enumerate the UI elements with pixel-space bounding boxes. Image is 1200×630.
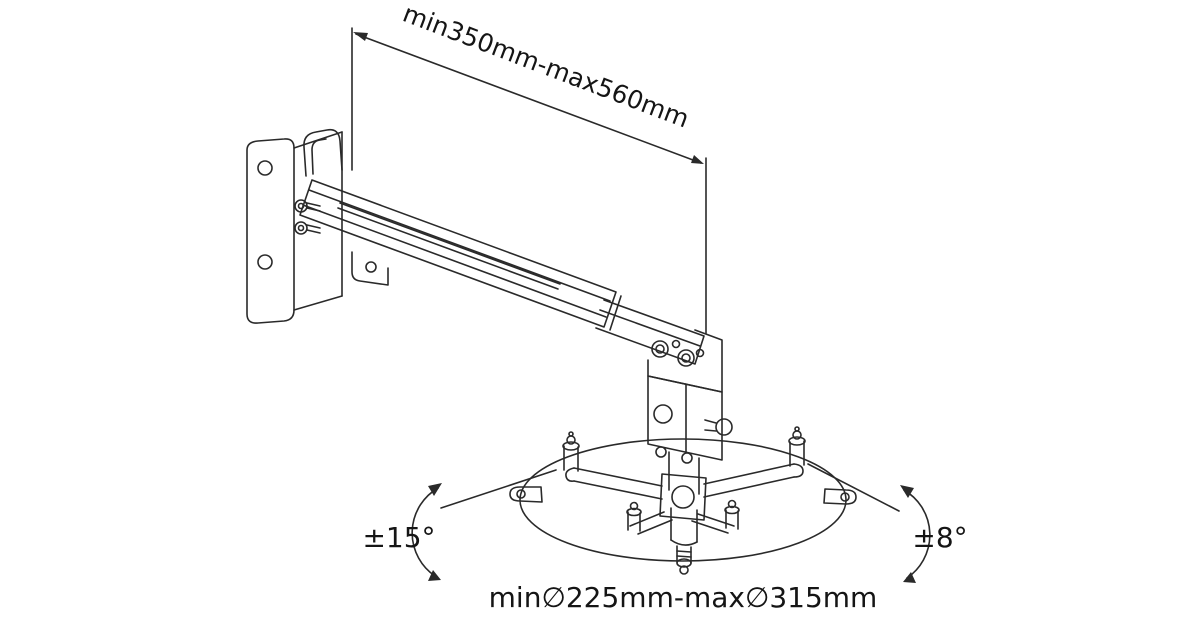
spider-mount-plate (509, 426, 857, 562)
rotation-arrow-left-icon (411, 469, 557, 581)
rotation-arrow-right-icon (807, 463, 931, 583)
tilt-left-label: ±15° (362, 521, 435, 554)
swivel-joint (647, 375, 733, 464)
center-column (668, 451, 700, 575)
tilt-right-label: ±8° (912, 521, 967, 554)
dimension-arm-length (351, 27, 707, 334)
telescopic-arm (294, 179, 705, 365)
plate-diameter-label: min∅225mm-max∅315mm (489, 581, 878, 614)
wall-mount-plate (246, 128, 343, 324)
